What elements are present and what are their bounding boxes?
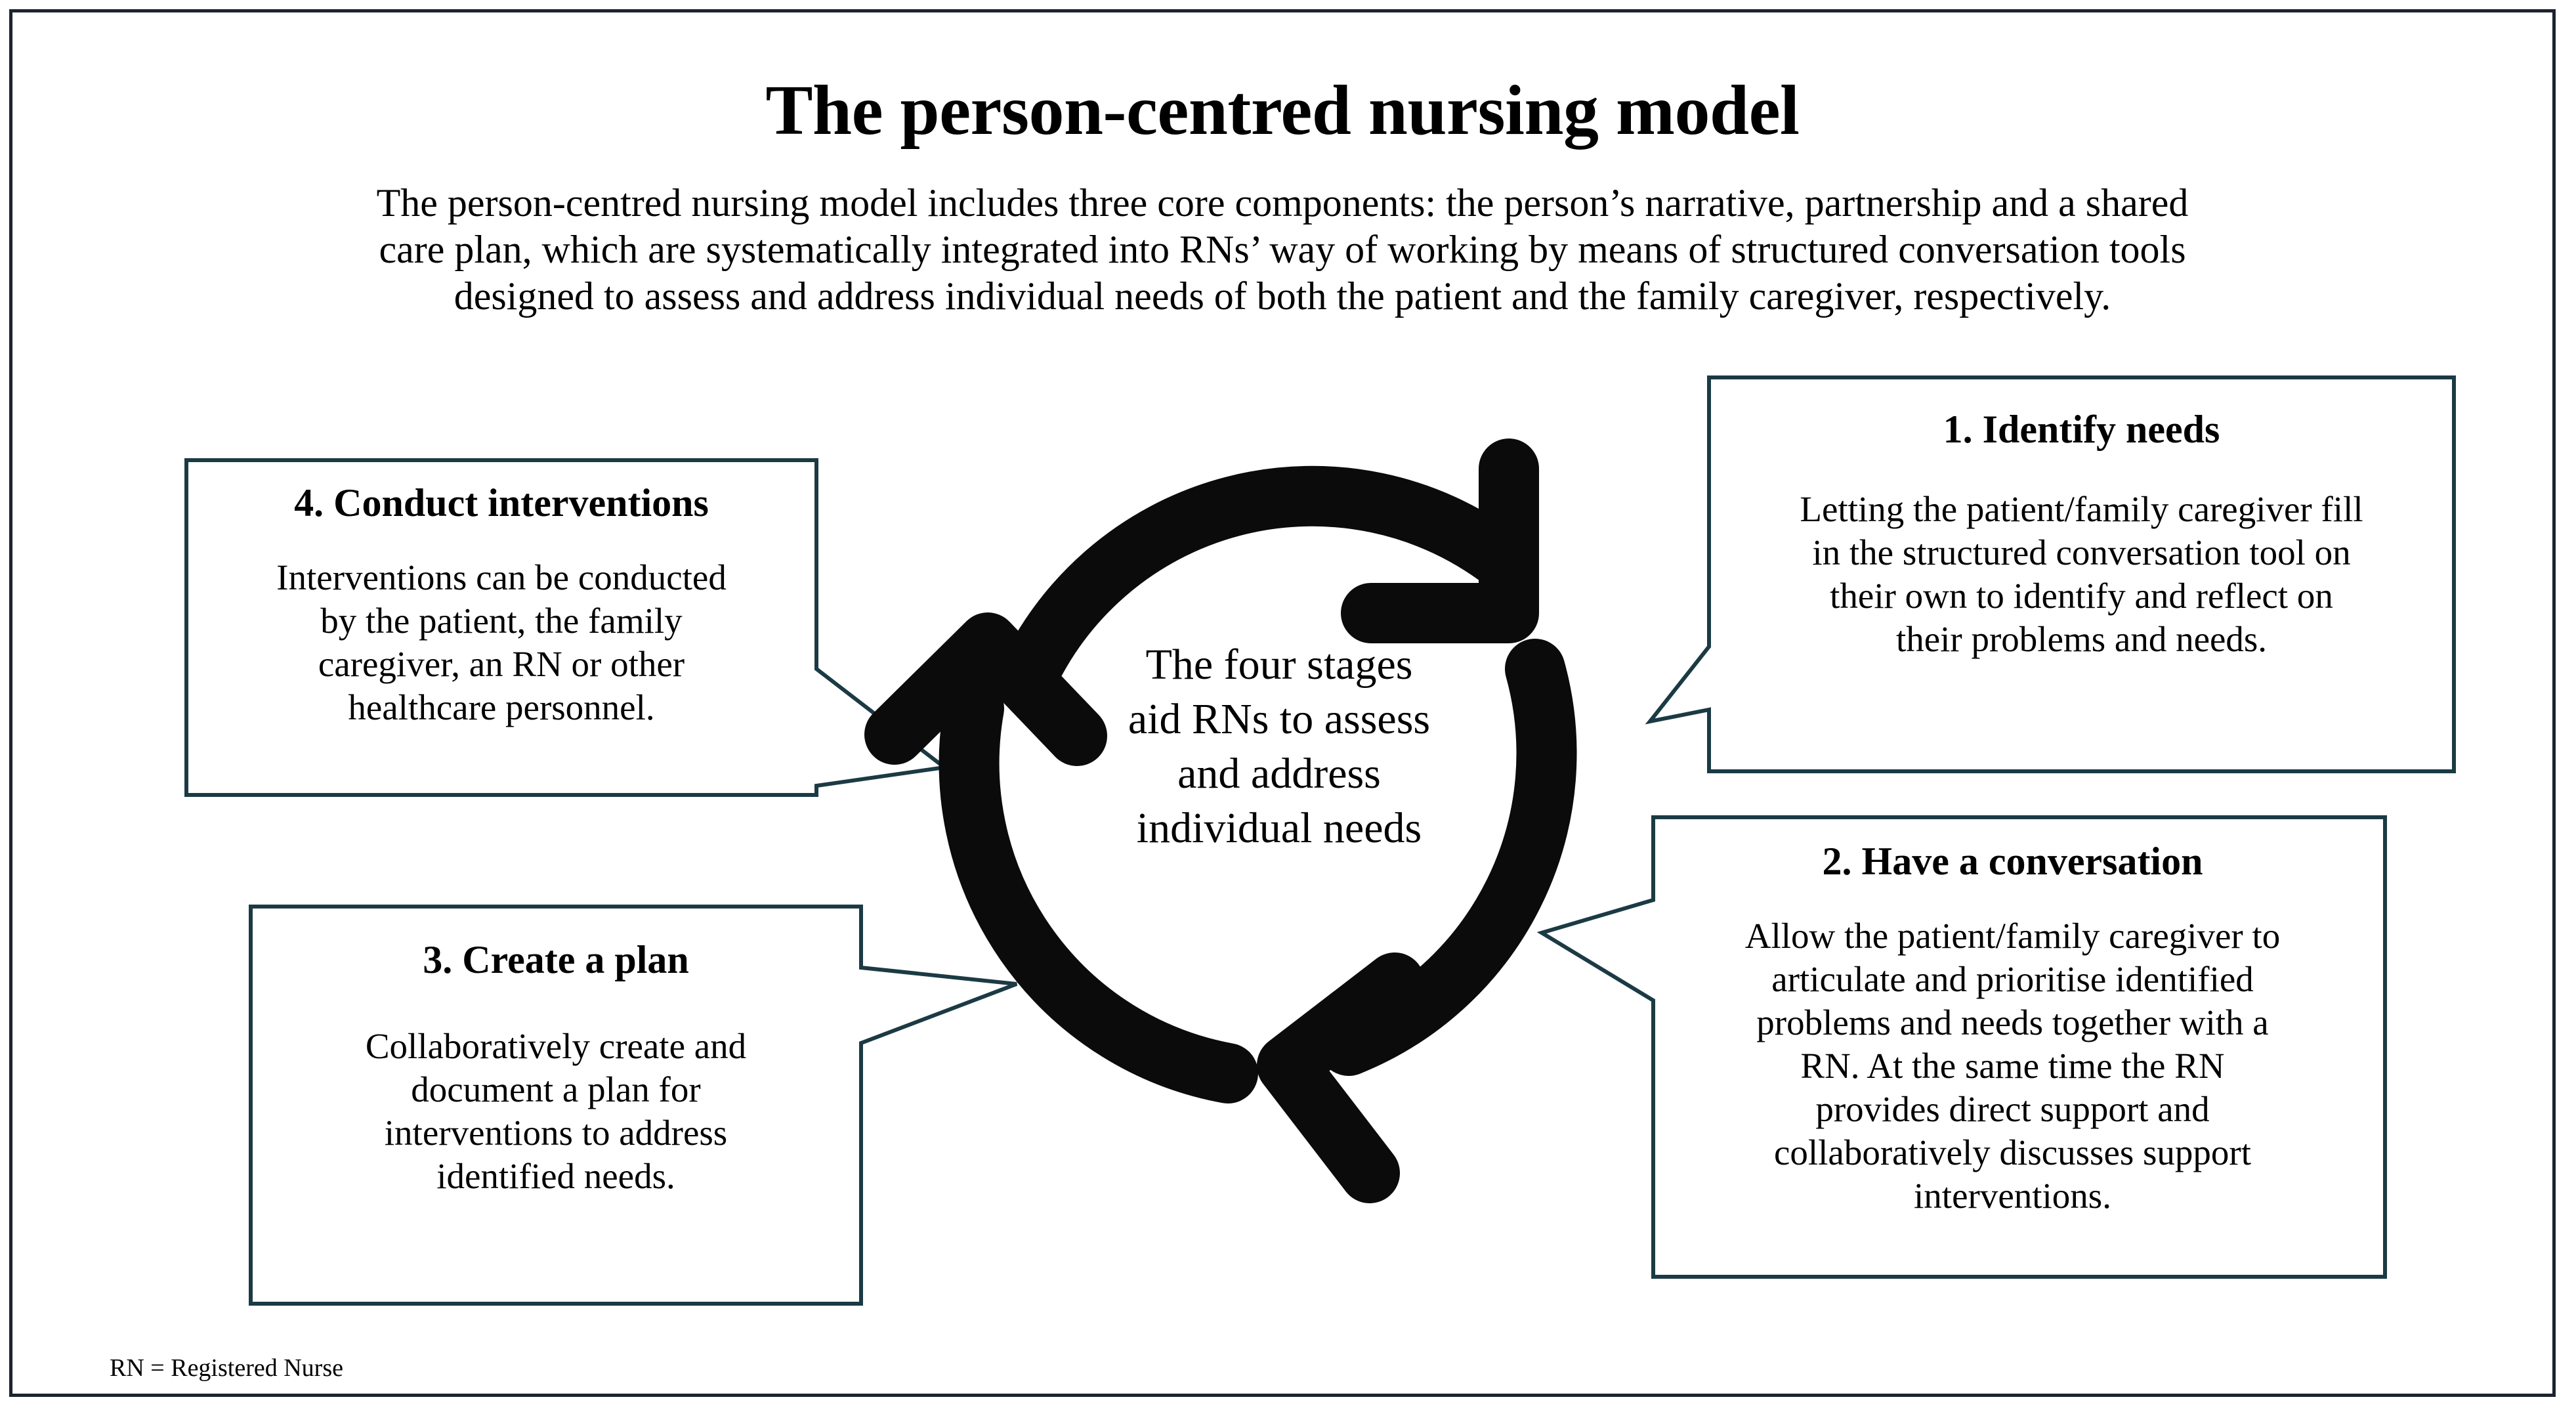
centre-line-1: The four stages <box>1145 641 1413 689</box>
stage-body-line: provides direct support and <box>1815 1089 2210 1129</box>
cycle-diagram <box>12 12 2559 1394</box>
figure-frame: The person-centred nursing model The per… <box>9 9 2556 1397</box>
stage-body-line: Interventions can be conducted <box>276 557 727 597</box>
stage-body-line: RN. At the same time the RN <box>1800 1046 2225 1086</box>
stage-body-line: interventions to address <box>384 1113 728 1153</box>
stage-heading-conduct-interventions: 4. Conduct interventions <box>294 481 709 524</box>
stage-body-line: document a plan for <box>411 1069 701 1109</box>
centre-line-2: aid RNs to assess <box>1128 695 1431 744</box>
stage-heading-identify-needs: 1. Identify needs <box>1943 408 2220 451</box>
figure-footnote: RN = Registered Nurse <box>110 1354 343 1382</box>
callout-outline-conduct-interventions <box>184 458 950 797</box>
stage-card-conduct-interventions[interactable]: 4. Conduct interventions Interventions c… <box>186 460 816 795</box>
arrowhead-top-right-icon <box>1341 439 1539 643</box>
stage-body-line: their problems and needs. <box>1895 619 2268 659</box>
page-title: The person-centred nursing model <box>765 72 1800 150</box>
stage-body-line: caregiver, an RN or other <box>318 644 685 684</box>
stage-body-conduct-interventions: Interventions can be conducted by the pa… <box>276 556 727 729</box>
stage-body-line: Collaboratively create and <box>365 1026 747 1066</box>
stage-heading-create-a-plan: 3. Create a plan <box>423 938 689 981</box>
stage-card-identify-needs[interactable]: 1. Identify needs Letting the patient/fa… <box>1709 377 2454 771</box>
callout-outline-create-a-plan <box>249 905 1018 1306</box>
arrowhead-bottom-left-icon <box>1257 952 1425 1203</box>
stage-card-have-a-conversation[interactable]: 2. Have a conversation Allow the patient… <box>1653 817 2372 1277</box>
stage-body-line: Allow the patient/family caregiver to <box>1744 916 2281 956</box>
caption-line-2: care plan, which are systematically inte… <box>379 227 2186 271</box>
stage-card-create-a-plan[interactable]: 3. Create a plan Collaboratively create … <box>251 907 861 1304</box>
arrowhead-top-left-icon <box>864 612 1107 766</box>
stage-body-line: in the structured conversation tool on <box>1812 532 2351 572</box>
arc-arrow-left <box>939 678 1258 1103</box>
stage-heading-have-a-conversation: 2. Have a conversation <box>1822 840 2203 883</box>
stage-body-line: articulate and prioritise identified <box>1771 959 2254 999</box>
caption-line-3: designed to assess and address individua… <box>454 274 2111 318</box>
cycle-arrows <box>864 439 1577 1203</box>
stage-body-have-a-conversation: Allow the patient/family caregiver to ar… <box>1745 914 2281 1218</box>
stage-body-create-a-plan: Collaboratively create and document a pl… <box>366 1025 746 1198</box>
cycle-centre-label: The four stages aid RNs to assess and ad… <box>1043 637 1515 856</box>
arc-arrow-right <box>1319 639 1577 1076</box>
stage-body-line: problems and needs together with a <box>1756 1002 2269 1042</box>
centre-line-4: individual needs <box>1136 804 1422 853</box>
stage-body-line: Letting the patient/family caregiver fil… <box>1800 489 2363 529</box>
stage-body-line: interventions. <box>1914 1176 2111 1216</box>
callout-outline-identify-needs <box>1645 375 2456 773</box>
stage-body-identify-needs: Letting the patient/family caregiver fil… <box>1800 488 2363 661</box>
stage-body-line: their own to identify and reflect on <box>1830 576 2333 616</box>
stage-body-line: identified needs. <box>436 1156 675 1196</box>
stage-body-line: healthcare personnel. <box>348 687 655 727</box>
stage-body-line: collaboratively discusses support <box>1773 1132 2252 1172</box>
caption-line-1: The person-centred nursing model include… <box>376 181 2189 225</box>
figure-caption: The person-centred nursing model include… <box>144 180 2421 319</box>
callout-outline-have-a-conversation <box>1536 815 2387 1279</box>
arc-arrow-top <box>996 465 1527 709</box>
centre-line-3: and address <box>1177 750 1381 798</box>
stage-body-line: by the patient, the family <box>320 601 683 641</box>
